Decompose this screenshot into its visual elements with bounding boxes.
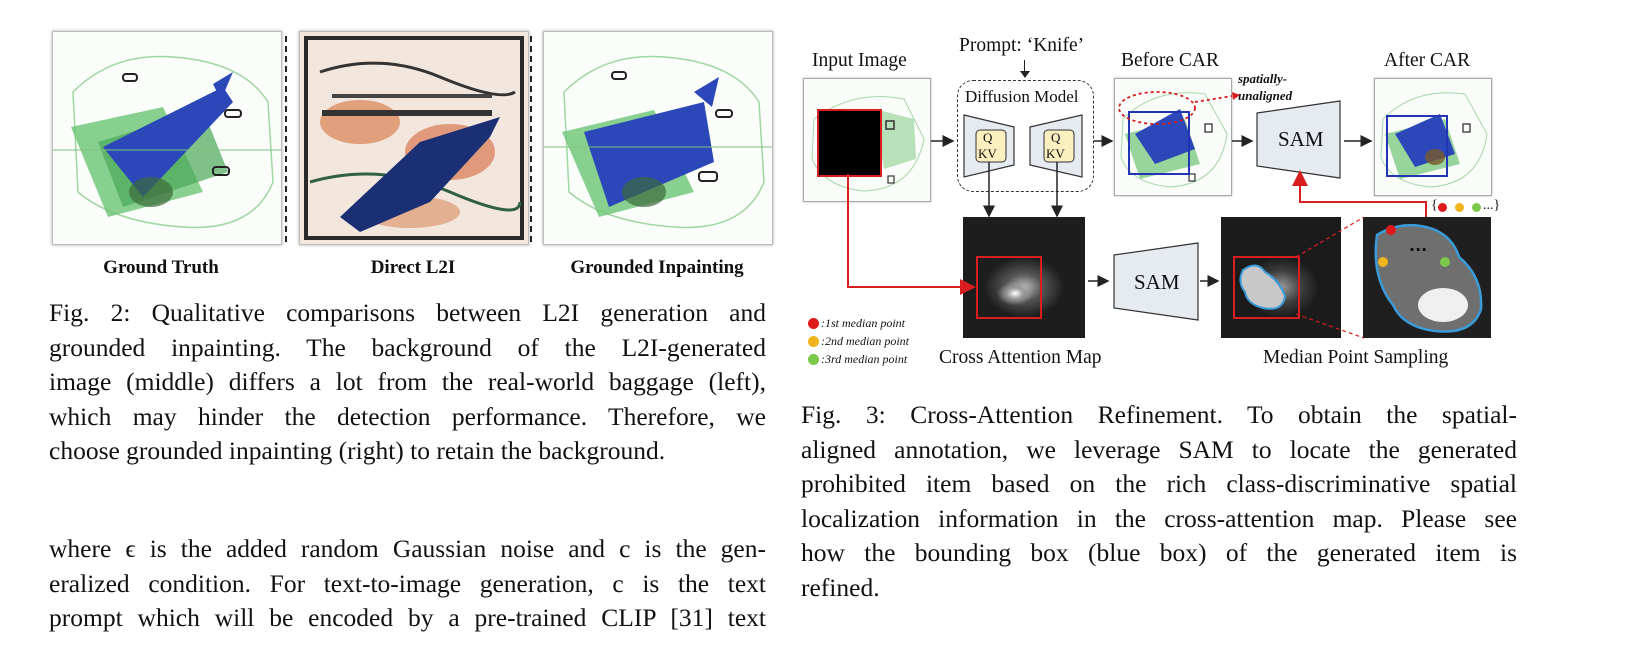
- point-set-close: ...}: [1483, 198, 1501, 213]
- caption-line: how the bounding box (blue box) of the g…: [801, 538, 1517, 567]
- kv-label-1: KV: [978, 146, 997, 161]
- body-line: eralized condition. For text-to-image ge…: [49, 568, 766, 598]
- ground-truth-image: [52, 31, 282, 245]
- point-set-open: {: [1431, 198, 1438, 213]
- prompt-label: Prompt: ‘Knife’: [959, 35, 1085, 56]
- legend-label-1st: :1st median point: [821, 316, 905, 330]
- segmentation-crop-box: [1233, 256, 1300, 319]
- point-set-yellow-dot: [1455, 203, 1464, 212]
- spatially-unaligned-label-1: spatially-: [1238, 71, 1288, 86]
- point-set-green-dot: [1472, 203, 1481, 212]
- points-ellipsis: ...: [1409, 236, 1428, 255]
- caption-line: aligned annotation, we leverage SAM to l…: [801, 434, 1517, 464]
- caption-line: Fig. 2: Qualitative comparisons between …: [49, 298, 766, 327]
- caption-line: Fig. 3: Cross-Attention Refinement. To o…: [801, 400, 1517, 429]
- diffusion-model-label: Diffusion Model: [965, 87, 1079, 106]
- kv-label-2: KV: [1046, 146, 1065, 161]
- median-point-sampling-label: Median Point Sampling: [1263, 347, 1449, 368]
- diffusion-model-box: [957, 80, 1094, 192]
- q-label-1: Q: [983, 130, 993, 145]
- body-text: where ϵ is the added random Gaussian noi…: [49, 532, 766, 636]
- unaligned-indicator: [1118, 91, 1240, 125]
- attention-highlight-box: [976, 256, 1042, 319]
- legend-dot-1st: [808, 318, 819, 329]
- caption-line: which may hinder the detection performan…: [49, 401, 766, 431]
- sam-label-top: SAM: [1278, 127, 1324, 151]
- caption-line: grounded inpainting. The background of t…: [49, 332, 766, 362]
- q-label-2: Q: [1051, 130, 1061, 145]
- unet-shapes: [963, 114, 1083, 178]
- direct-l2i-image: [299, 31, 529, 245]
- cross-attention-map-label: Cross Attention Map: [939, 347, 1102, 368]
- label-grounded-inpainting: Grounded Inpainting: [570, 257, 744, 278]
- grounded-inpainting-image: [543, 31, 773, 245]
- caption-line: refined.: [801, 572, 880, 602]
- legend-label-3rd: :3rd median point: [821, 352, 908, 366]
- legend-label-2nd: :2nd median point: [821, 334, 909, 348]
- sam-label-bottom: SAM: [1134, 270, 1180, 294]
- point-set-red-dot: [1438, 203, 1447, 212]
- body-line: where ϵ is the added random Gaussian noi…: [49, 534, 766, 563]
- legend-dot-3rd: [808, 354, 819, 365]
- before-car-label: Before CAR: [1121, 50, 1220, 71]
- zoom-lines: [1296, 217, 1365, 339]
- before-car-image: [1114, 78, 1232, 196]
- after-car-label: After CAR: [1384, 50, 1471, 71]
- sam-block-bottom: [1113, 242, 1199, 321]
- fig2-caption: Fig. 2: Qualitative comparisons between …: [49, 296, 766, 469]
- divider-dashed: [530, 36, 532, 242]
- masked-region: [817, 109, 882, 177]
- after-car-bbox: [1386, 115, 1448, 177]
- caption-line: localization information in the cross-at…: [801, 503, 1517, 533]
- divider-dashed: [285, 36, 287, 242]
- body-line: prompt which will be encoded by a pre-tr…: [49, 603, 766, 632]
- label-direct-l2i: Direct L2I: [370, 257, 456, 278]
- caption-line: choose grounded inpainting (right) to re…: [49, 436, 666, 465]
- median-point-zoom: [1363, 217, 1491, 338]
- segmentation-mask: [1239, 264, 1287, 310]
- prompt-arrow-head: [1020, 71, 1030, 78]
- input-image-label: Input Image: [812, 50, 907, 71]
- label-ground-truth: Ground Truth: [103, 257, 219, 278]
- spatially-unaligned-label-2: unaligned: [1238, 88, 1293, 103]
- caption-line: image (middle) differs a lot from the re…: [49, 367, 766, 396]
- caption-line: prohibited item based on the rich class-…: [801, 469, 1517, 498]
- legend-dot-2nd: [808, 336, 819, 347]
- sam-block-top: [1256, 100, 1341, 179]
- before-car-bbox: [1128, 111, 1190, 175]
- fig3-caption: Fig. 3: Cross-Attention Refinement. To o…: [801, 398, 1517, 605]
- prompt-arrow-line: [1024, 60, 1025, 74]
- diagram-arrows: [847, 135, 1427, 295]
